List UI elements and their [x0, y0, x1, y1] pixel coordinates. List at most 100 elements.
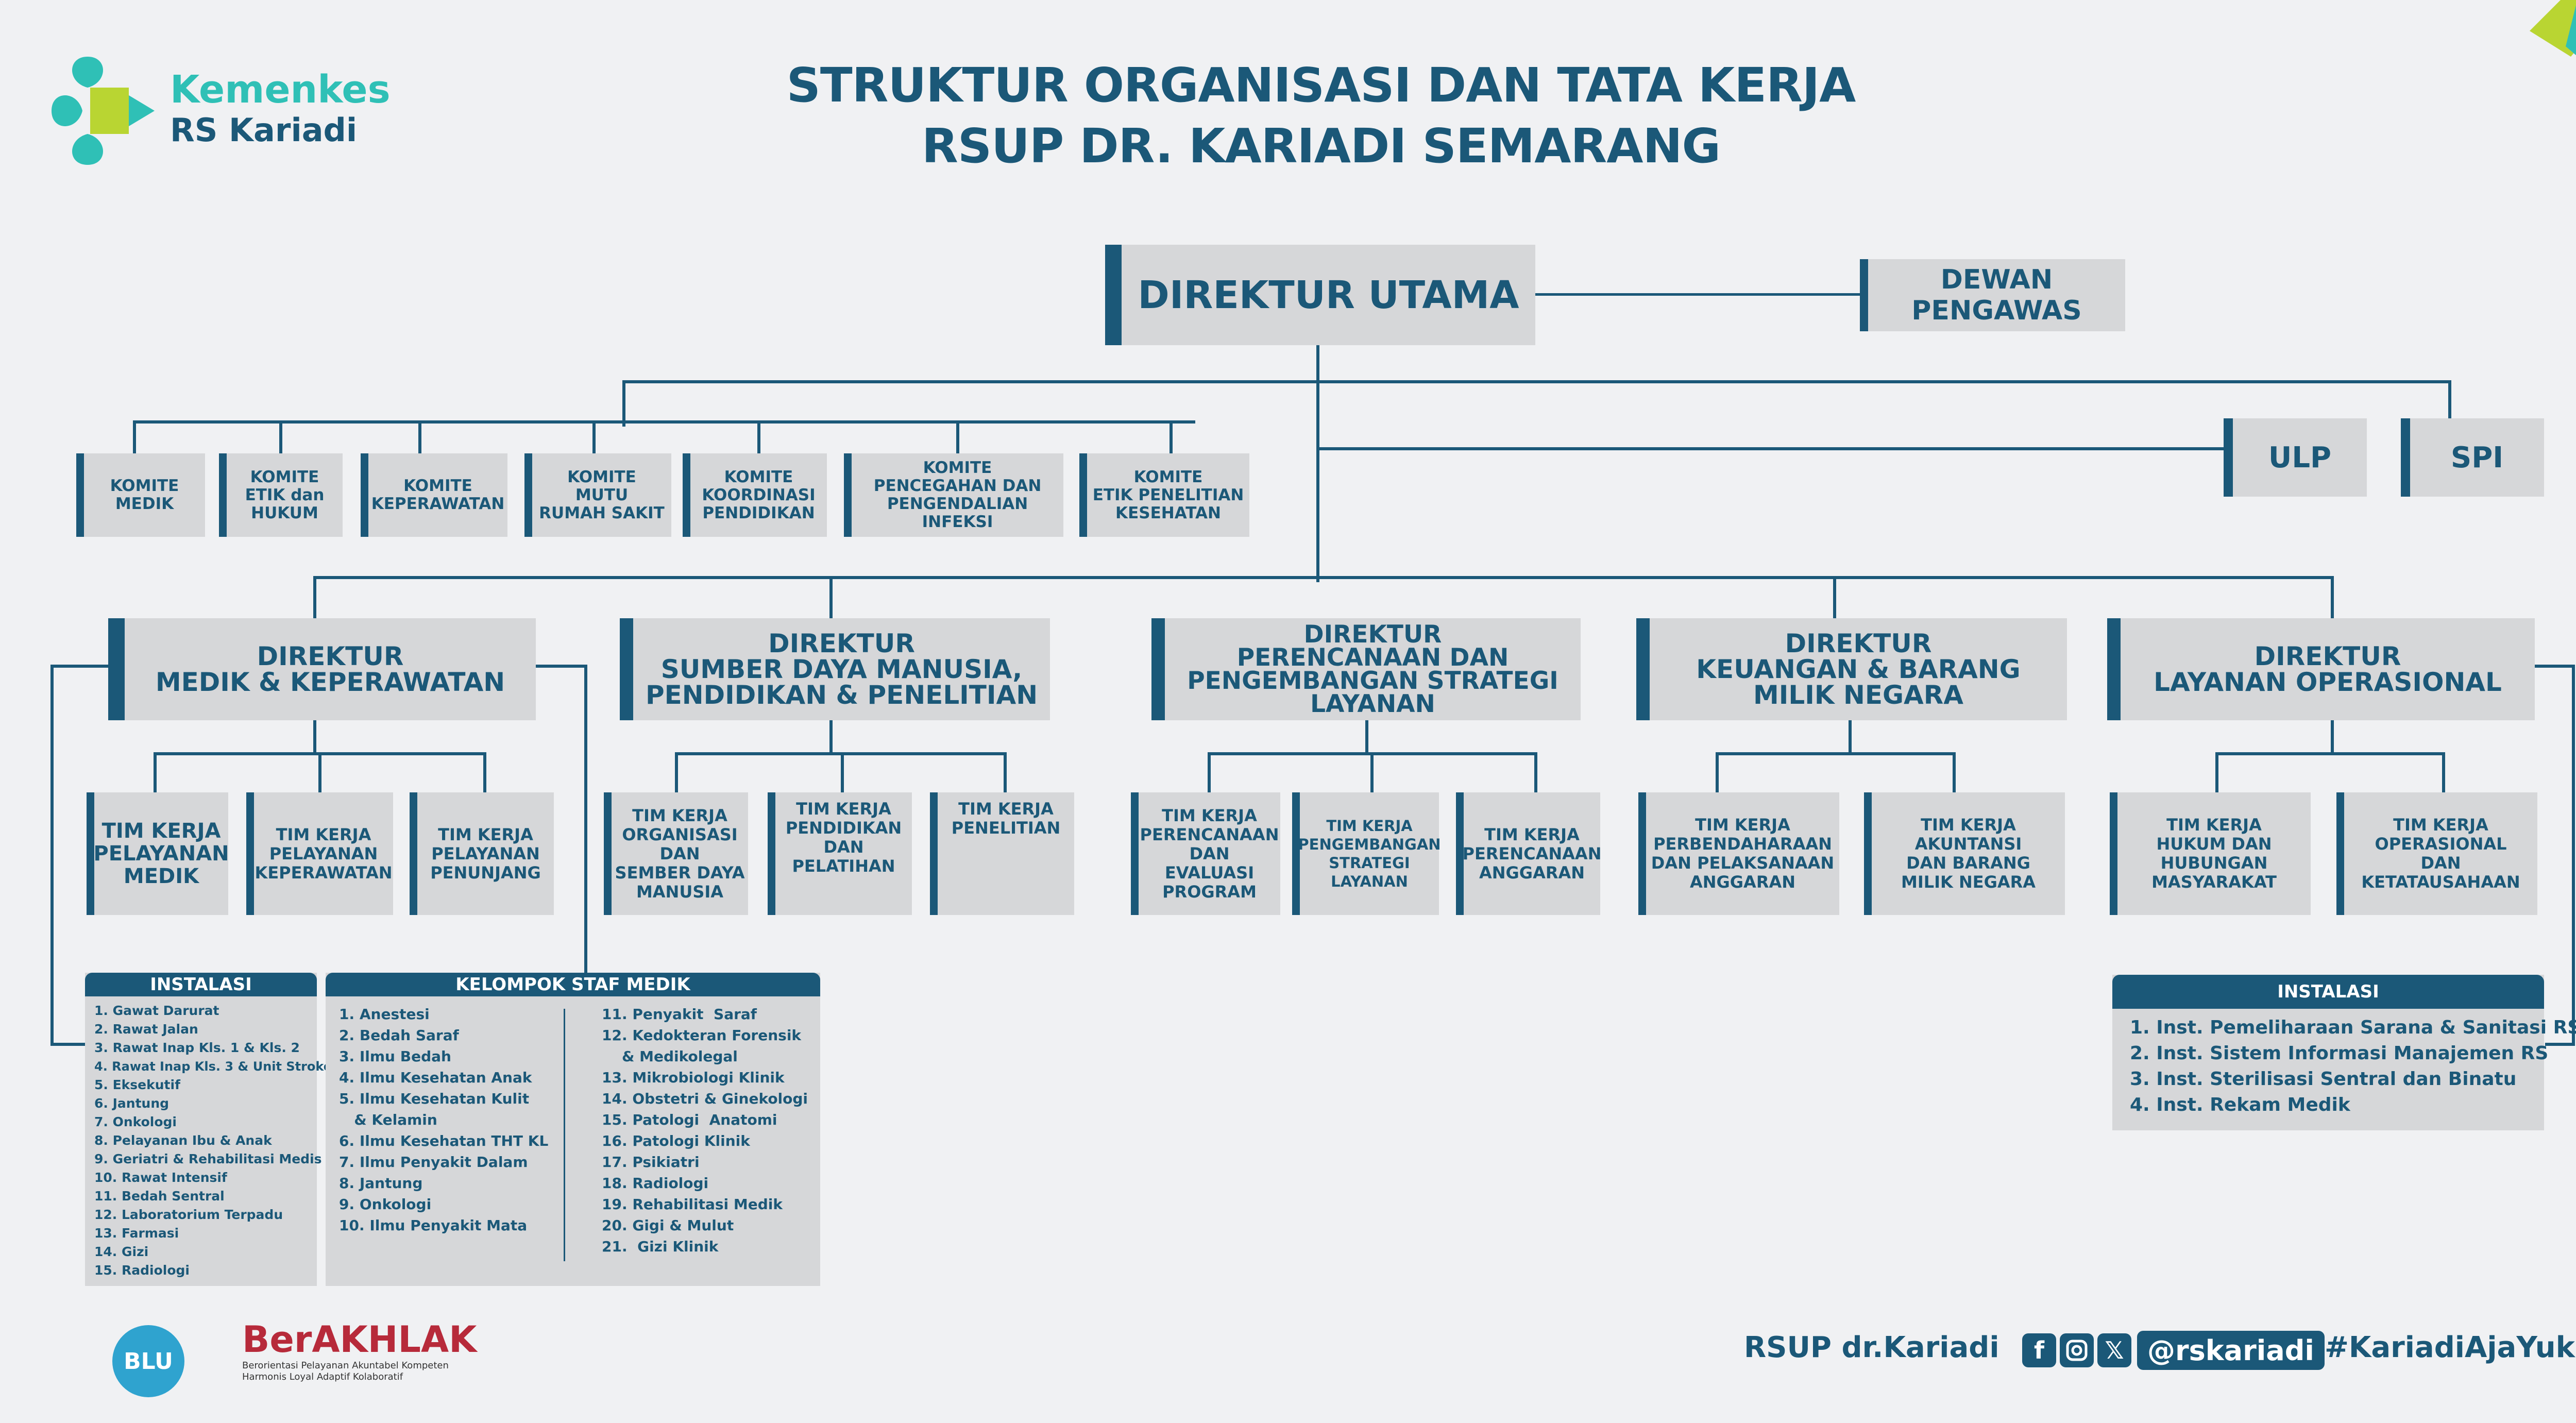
list-item: 5. Ilmu Kesehatan Kulit [339, 1090, 530, 1107]
list-item: 2. Inst. Sistem Informasi Manajemen RS [2130, 1043, 2549, 1064]
direktur-label: DIREKTUR KEUANGAN & BARANG MILIK NEGARA [1696, 629, 2021, 710]
list-item: 4. Rawat Inap Kls. 3 & Unit Stroke [94, 1059, 332, 1074]
berakhlak-sub2: Harmonis Loyal Adaptif Kolaboratif [242, 1371, 403, 1382]
tim-organisasi-sdm-box: TIM KERJA ORGANISASI DAN SEMBER DAYA MAN… [604, 792, 748, 915]
komite-label: KOMITE PENCEGAHAN DAN PENGENDALIAN INFEK… [873, 459, 1042, 531]
list-item: 6. Ilmu Kesehatan THT KL [339, 1132, 549, 1149]
list-item: 3. Inst. Sterilisasi Sentral dan Binatu [2130, 1069, 2517, 1090]
direktur-label: DIREKTUR LAYANAN OPERASIONAL [2154, 641, 2502, 697]
facebook-icon[interactable]: f [2022, 1333, 2056, 1367]
list-item: 11. Penyakit Saraf [602, 1006, 757, 1023]
list-item: 7. Ilmu Penyakit Dalam [339, 1154, 528, 1171]
komite-mutu-box: KOMITE MUTU RUMAH SAKIT [524, 453, 671, 537]
page-title-line2: RSUP DR. KARIADI SEMARANG [922, 118, 1721, 174]
instagram-icon[interactable] [2060, 1333, 2094, 1367]
instalasi-ops-panel: INSTALASI 1. Inst. Pemeliharaan Sarana &… [2112, 975, 2576, 1130]
spi-box: SPI [2401, 418, 2544, 497]
list-item: 2. Bedah Saraf [339, 1027, 459, 1044]
instalasi-medik-panel: INSTALASI 1. Gawat Darurat 2. Rawat Jala… [85, 973, 332, 1286]
list-item: 15. Patologi Anatomi [602, 1111, 777, 1128]
tim-penelitian-box: TIM KERJA PENELITIAN [930, 792, 1074, 915]
list-item: 8. Pelayanan Ibu & Anak [94, 1133, 272, 1148]
list-item: 15. Radiologi [94, 1263, 190, 1278]
direktur-layanan-operasional-box: DIREKTUR LAYANAN OPERASIONAL [2107, 618, 2535, 720]
list-item: 10. Ilmu Penyakit Mata [339, 1217, 528, 1234]
tim-label: TIM KERJA PELAYANAN MEDIK [93, 819, 229, 888]
social-handle: @rskariadi [2147, 1334, 2314, 1367]
direktur-medik-keperawatan-box: DIREKTUR MEDIK & KEPERAWATAN [108, 618, 536, 720]
tim-operasional-ketatausahaan-box: TIM KERJA OPERASIONAL DAN KETATAUSAHAAN [2336, 792, 2537, 915]
berakhlak-title: BerAKHLAK [242, 1318, 477, 1361]
ksm-panel: KELOMPOK STAF MEDIK 1. Anestesi 2. Bedah… [326, 973, 820, 1286]
direktur-sdm-box: DIREKTUR SUMBER DAYA MANUSIA, PENDIDIKAN… [620, 618, 1050, 720]
tim-label: TIM KERJA AKUNTANSI DAN BARANG MILIK NEG… [1901, 815, 2036, 892]
komite-keperawatan-box: KOMITE KEPERAWATAN [361, 453, 507, 537]
komite-label: KOMITE KEPERAWATAN [371, 477, 505, 513]
list-item: 4. Ilmu Kesehatan Anak [339, 1069, 532, 1086]
list-item: 11. Bedah Sentral [94, 1189, 225, 1204]
list-item: 5. Eksekutif [94, 1077, 180, 1092]
tim-pelayanan-keperawatan-box: TIM KERJA PELAYANAN KEPERAWATAN [246, 792, 393, 915]
list-item: 14. Obstetri & Ginekologi [602, 1090, 808, 1107]
direktur-keuangan-box: DIREKTUR KEUANGAN & BARANG MILIK NEGARA [1636, 618, 2067, 720]
list-item: 6. Jantung [94, 1096, 170, 1111]
komite-label: KOMITE KOORDINASI PENDIDIKAN [702, 467, 816, 522]
tim-label: TIM KERJA ORGANISASI DAN SEMBER DAYA MAN… [615, 805, 745, 902]
tim-label: TIM KERJA PENDIDIKAN DAN PELATIHAN [785, 799, 902, 876]
list-item: 20. Gigi & Mulut [602, 1217, 734, 1234]
komite-etik-penelitian-box: KOMITE ETIK PENELITIAN KESEHATAN [1079, 453, 1249, 537]
tim-label: TIM KERJA PELAYANAN PENUNJANG [430, 824, 541, 883]
list-item: 3. Rawat Inap Kls. 1 & Kls. 2 [94, 1040, 300, 1055]
footer-hospital-name: RSUP dr.Kariadi [1744, 1331, 1999, 1364]
social-handle-box[interactable]: @rskariadi [2137, 1331, 2325, 1370]
tim-label: TIM KERJA PERENCANAAN ANGGARAN [1462, 824, 1602, 883]
list-item: 10. Rawat Intensif [94, 1170, 227, 1185]
berakhlak-sub1: Berorientasi Pelayanan Akuntabel Kompete… [242, 1360, 449, 1371]
list-item: & Medikolegal [602, 1048, 738, 1065]
tim-pelayanan-medik-box: TIM KERJA PELAYANAN MEDIK [87, 792, 229, 915]
komite-label: KOMITE ETIK PENELITIAN KESEHATAN [1092, 467, 1244, 522]
list-item: 12. Kedokteran Forensik [602, 1027, 802, 1044]
spi-label: SPI [2450, 441, 2504, 475]
list-item: 13. Mikrobiologi Klinik [602, 1069, 785, 1086]
list-item: 17. Psikiatri [602, 1154, 700, 1171]
ksm-title: KELOMPOK STAF MEDIK [326, 973, 820, 996]
tim-pelayanan-penunjang-box: TIM KERJA PELAYANAN PENUNJANG [410, 792, 554, 915]
dewan-pengawas-box: DEWAN PENGAWAS [1860, 259, 2125, 331]
blu-logo-icon: BLU [112, 1325, 184, 1397]
komite-label: KOMITE ETIK dan HUKUM [245, 467, 325, 522]
tim-pendidikan-pelatihan-box: TIM KERJA PENDIDIKAN DAN PELATIHAN [768, 792, 912, 915]
tim-pengembangan-strategi-box: TIM KERJA PENGEMBANGAN STRATEGI LAYANAN [1292, 792, 1441, 915]
list-item: 1. Gawat Darurat [94, 1003, 219, 1018]
list-item: 14. Gizi [94, 1244, 149, 1259]
list-item: 12. Laboratorium Terpadu [94, 1207, 283, 1222]
page-title-line1: STRUKTUR ORGANISASI DAN TATA KERJA [786, 58, 1856, 113]
komite-koordinasi-pendidikan-box: KOMITE KOORDINASI PENDIDIKAN [683, 453, 827, 537]
komite-etik-hukum-box: KOMITE ETIK dan HUKUM [219, 453, 343, 537]
direktur-utama-box: DIREKTUR UTAMA [1105, 245, 1535, 345]
instalasi-ops-title: INSTALASI [2112, 975, 2544, 1009]
tim-hukum-humas-box: TIM KERJA HUKUM DAN HUBUNGAN MASYARAKAT [2110, 792, 2311, 915]
x-icon[interactable]: 𝕏 [2097, 1333, 2131, 1367]
tim-label: TIM KERJA PERBENDAHARAAN DAN PELAKSANAAN… [1651, 815, 1835, 892]
komite-ppi-box: KOMITE PENCEGAHAN DAN PENGENDALIAN INFEK… [844, 453, 1063, 537]
instalasi-medik-title: INSTALASI [85, 973, 317, 996]
list-item: 18. Radiologi [602, 1175, 709, 1192]
tim-perbendaharaan-box: TIM KERJA PERBENDAHARAAN DAN PELAKSANAAN… [1638, 792, 1839, 915]
komite-medik-box: KOMITE MEDIK [76, 453, 205, 537]
list-item: 1. Anestesi [339, 1006, 430, 1023]
list-item: 19. Rehabilitasi Medik [602, 1196, 783, 1213]
list-item: 7. Onkologi [94, 1114, 177, 1129]
komite-label: KOMITE MEDIK [110, 477, 179, 513]
tim-label: TIM KERJA PENGEMBANGAN STRATEGI LAYANAN [1298, 817, 1441, 890]
ksm-divider [564, 1009, 565, 1261]
list-item: 9. Geriatri & Rehabilitasi Medis [94, 1151, 322, 1166]
direktur-utama-label: DIREKTUR UTAMA [1138, 273, 1519, 317]
list-item: 21. Gizi Klinik [602, 1238, 719, 1255]
ulp-label: ULP [2268, 441, 2332, 475]
list-item: 16. Patologi Klinik [602, 1132, 750, 1149]
komite-label: KOMITE MUTU RUMAH SAKIT [539, 467, 665, 522]
tim-akuntansi-bmn-box: TIM KERJA AKUNTANSI DAN BARANG MILIK NEG… [1864, 792, 2065, 915]
tim-label: TIM KERJA OPERASIONAL DAN KETATAUSAHAAN [2361, 815, 2520, 892]
tim-label: TIM KERJA PERENCANAAN DAN EVALUASI PROGR… [1140, 805, 1279, 902]
